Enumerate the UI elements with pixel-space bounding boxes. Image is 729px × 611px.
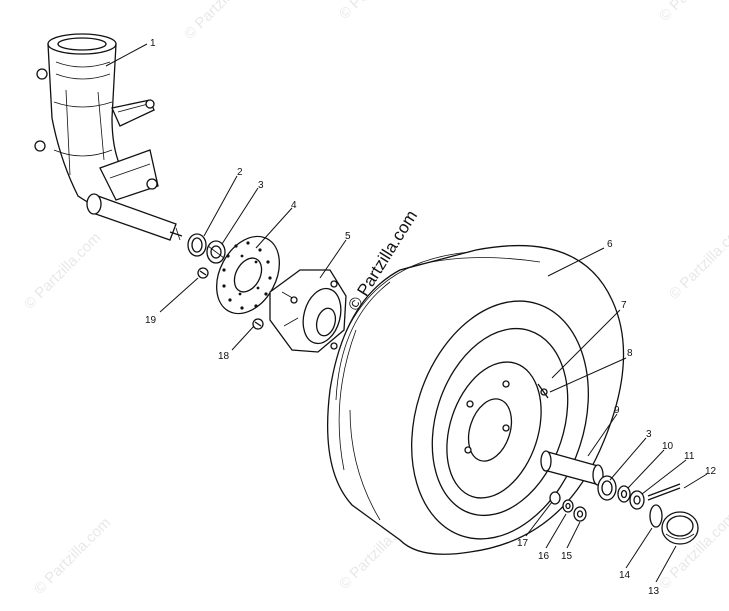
callout-label: 9 <box>614 405 620 416</box>
watermark: © Partzilla.com <box>31 514 114 597</box>
leader-lines <box>105 43 708 583</box>
callout-label: 18 <box>218 351 230 362</box>
watermark: © Partzilla.com <box>21 229 104 312</box>
hub-drawing <box>269 269 347 353</box>
callout-label: 3 <box>258 180 264 191</box>
callout-label: 11 <box>684 451 695 462</box>
callout-label: 10 <box>662 441 674 452</box>
spacer-tube-drawing <box>540 450 604 486</box>
bearing-outer-drawing <box>597 475 617 501</box>
callout-label: 2 <box>237 167 243 178</box>
brake-disc-drawing <box>216 235 280 315</box>
bolt-drawing <box>197 267 209 279</box>
callout-label: 1 <box>150 38 156 49</box>
callout-label: 3 <box>646 429 652 440</box>
castle-nut-drawing <box>629 490 645 510</box>
seal-drawing <box>187 233 207 257</box>
bearing-inner-drawing <box>206 240 226 264</box>
callout-label: 14 <box>619 570 631 581</box>
watermark: © Partzilla.com <box>666 219 729 302</box>
callout-label: 8 <box>627 348 633 359</box>
callout-label: 15 <box>561 551 573 562</box>
lug-hardware-drawing <box>549 491 587 522</box>
callout-labels: 1 2 3 4 5 6 7 8 9 3 10 11 12 13 14 15 16… <box>145 38 717 597</box>
callout-label: 16 <box>538 551 550 562</box>
callout-label: 13 <box>648 586 660 597</box>
callout-label: 12 <box>705 466 717 477</box>
washer-drawing <box>617 485 631 503</box>
cap-ring-drawing <box>649 504 663 528</box>
watermark: © Partzilla.com <box>336 0 419 23</box>
callout-label: 4 <box>291 200 297 211</box>
watermark: © Partzilla.com <box>181 0 264 43</box>
callout-label: 17 <box>517 538 529 549</box>
tire-drawing <box>326 244 625 555</box>
hub-cap-drawing <box>661 511 699 545</box>
bolt-drawing <box>252 318 264 330</box>
spindle-knuckle-drawing <box>34 33 183 241</box>
watermark: © Partzilla.com <box>656 0 729 25</box>
callout-label: 19 <box>145 315 157 326</box>
cotter-pin-drawing <box>647 483 681 501</box>
callout-label: 7 <box>621 300 627 311</box>
callout-label: 6 <box>607 239 613 250</box>
callout-label: 5 <box>345 231 351 242</box>
